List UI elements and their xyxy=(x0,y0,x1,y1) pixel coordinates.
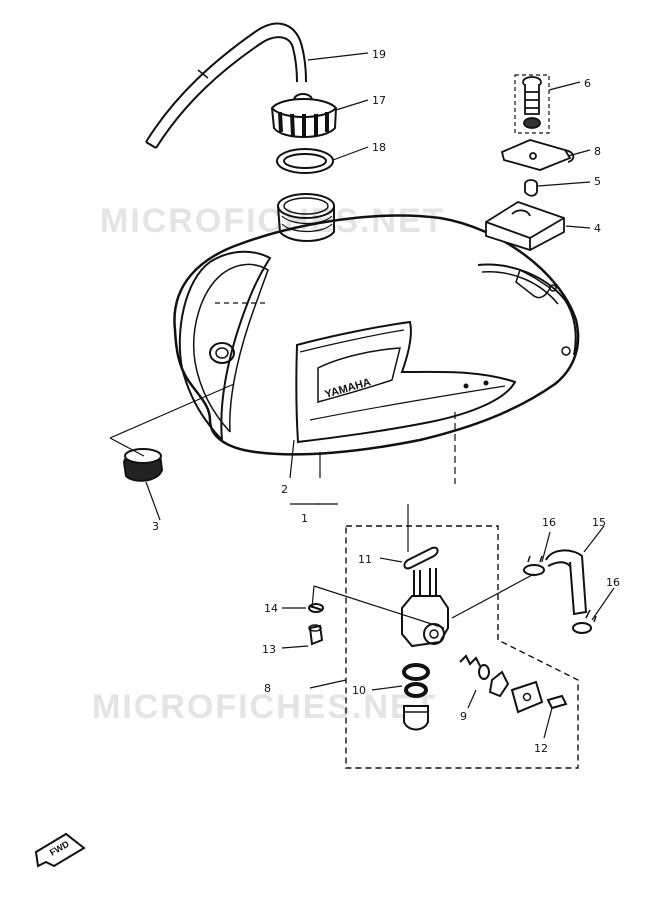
mount-hardware xyxy=(485,74,575,251)
callout-6: 6 xyxy=(584,77,591,90)
callout-1: 1 xyxy=(301,512,308,525)
callout-2: 2 xyxy=(281,483,288,496)
callout-14: 14 xyxy=(264,602,278,615)
callout-5: 5 xyxy=(594,175,601,188)
callout-18: 18 xyxy=(372,141,386,154)
callout-8-bottom: 8 xyxy=(264,682,271,695)
cap-gasket xyxy=(276,148,334,174)
callout-19: 19 xyxy=(372,48,386,61)
fuel-cock-assembly xyxy=(308,525,597,769)
callout-16-left: 16 xyxy=(542,516,556,529)
callout-16-right: 16 xyxy=(606,576,620,589)
fuel-hose xyxy=(145,22,307,149)
tank-damper xyxy=(122,448,164,482)
callout-9: 9 xyxy=(460,710,467,723)
fuel-tank xyxy=(173,193,580,456)
callout-11: 11 xyxy=(358,553,372,566)
callout-12: 12 xyxy=(534,742,548,755)
forward-arrow-icon: FWD xyxy=(34,832,86,868)
callout-10: 10 xyxy=(352,684,366,697)
callout-8-top: 8 xyxy=(594,145,601,158)
callout-3: 3 xyxy=(152,520,159,533)
callout-15: 15 xyxy=(592,516,606,529)
watermark-bottom: MICROFICHES.NET xyxy=(92,688,437,726)
callout-4: 4 xyxy=(594,222,601,235)
leader-lines xyxy=(109,52,615,739)
fuel-cap xyxy=(270,93,338,138)
callout-17: 17 xyxy=(372,94,386,107)
callout-13: 13 xyxy=(262,643,276,656)
